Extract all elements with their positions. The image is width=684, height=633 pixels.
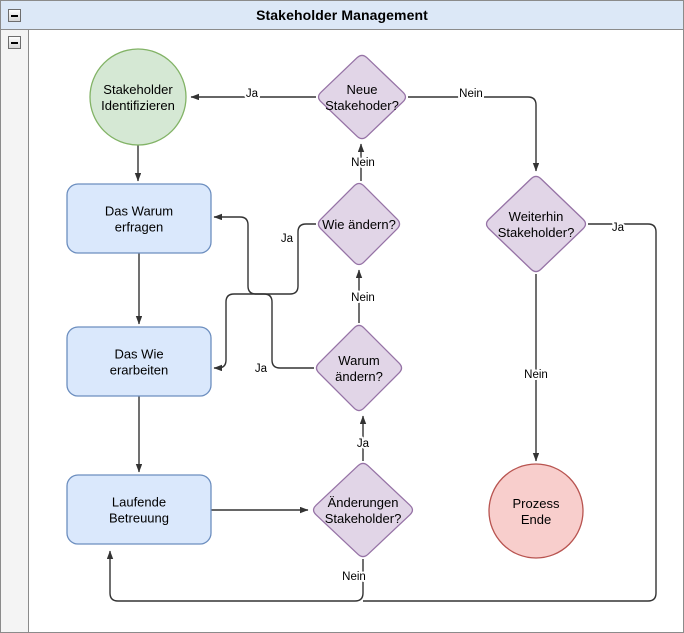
node-label-line: Wie ändern?: [322, 217, 396, 232]
node-label-line: Neue: [346, 82, 377, 97]
edge-aenderungen-laufende: [106, 550, 364, 602]
edge-label-text: Nein: [351, 292, 375, 304]
node-label-line: Identifizieren: [101, 98, 175, 113]
node-label-line: Prozess: [513, 496, 560, 511]
edge-weiterhin-laufende: [363, 223, 657, 602]
edge-label-halo: Ja: [246, 88, 259, 100]
edge-label-halo: Nein: [351, 292, 375, 304]
edge-label-halo: Nein: [351, 157, 375, 169]
node-label-line: Betreuung: [109, 511, 169, 526]
edge-label-halo: Ja: [255, 363, 268, 375]
edge-label-layer: JaJaNeinNeinJaJaNeinNeinJaJaNeinNeinJaJa…: [244, 86, 627, 585]
node-label-line: Laufende: [112, 495, 166, 510]
minus-box-icon[interactable]: [8, 36, 21, 49]
node-label-line: Warum: [338, 353, 379, 368]
node-label-line: Änderungen: [328, 495, 399, 510]
edge-wieaendern-warum: [213, 213, 316, 295]
left-gutter: [1, 30, 29, 632]
window-titlebar: Stakeholder Management: [1, 1, 683, 30]
edge-label-text: Nein: [351, 157, 375, 169]
node-label-line: erarbeiten: [110, 363, 169, 378]
edge-label-halo: Nein: [459, 88, 483, 100]
edge-label-halo: Ja: [612, 222, 625, 234]
edge-neue-weiterhin: [408, 96, 540, 172]
edge-label-halo: Nein: [342, 571, 366, 583]
node-label-line: Weiterhin: [509, 209, 564, 224]
minus-glyph: [11, 14, 18, 17]
edge-label-text: Ja: [281, 233, 294, 245]
minus-glyph: [11, 41, 18, 44]
node-label-line: Stakehoder?: [325, 98, 399, 113]
edge-label-text: Ja: [357, 438, 370, 450]
edge-label-text: Ja: [255, 363, 268, 375]
edge-warumaendern-wie: [213, 293, 314, 372]
node-label-line: ändern?: [335, 369, 383, 384]
edge-label-text: Nein: [342, 571, 366, 583]
node-label-line: Ende: [521, 512, 551, 527]
node-label-line: Stakeholder?: [498, 225, 575, 240]
node-label-line: Das Wie: [114, 347, 163, 362]
edge-label-text: Nein: [459, 88, 483, 100]
node-label-line: Stakeholder: [103, 82, 173, 97]
edge-layer: [106, 93, 657, 602]
minus-box-icon[interactable]: [8, 9, 21, 22]
edge-label-halo: Nein: [524, 369, 548, 381]
edge-label-halo: Ja: [281, 233, 294, 245]
flow-node-wieaendern[interactable]: Wie ändern?: [317, 182, 401, 266]
node-label-line: Das Warum: [105, 204, 173, 219]
page-title: Stakeholder Management: [256, 7, 428, 23]
edge-label-halo: Ja: [357, 438, 370, 450]
node-label-line: Stakeholder?: [325, 511, 402, 526]
node-label-line: erfragen: [115, 220, 163, 235]
edge-label-text: Ja: [612, 222, 625, 234]
edge-label-text: Nein: [524, 369, 548, 381]
edge-label-text: Ja: [246, 88, 259, 100]
